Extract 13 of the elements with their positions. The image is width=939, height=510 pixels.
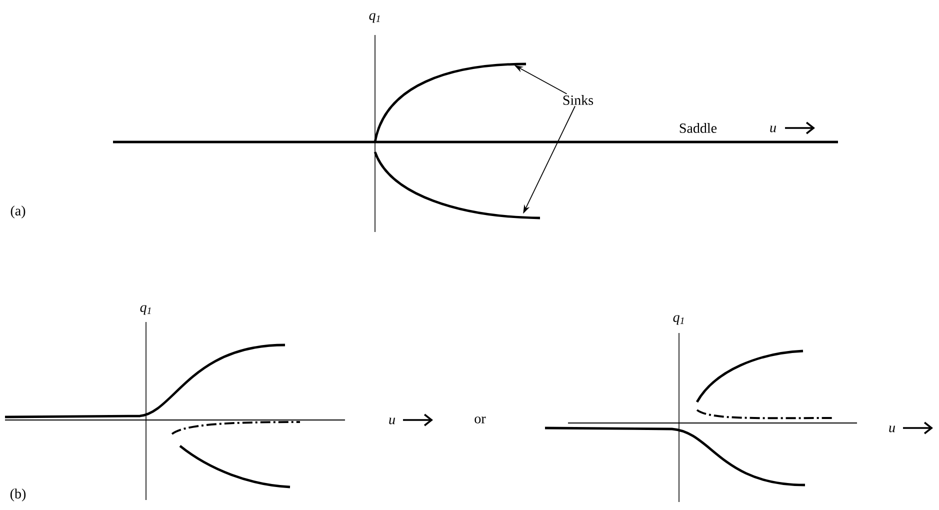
axis-label: q$_{1}$ bbox=[140, 305, 151, 315]
curve-label: Saddle bbox=[680, 123, 717, 133]
panel-label: (a) bbox=[10, 206, 26, 218]
axis-label: u bbox=[389, 418, 395, 424]
panel-label: (b) bbox=[10, 488, 26, 502]
connector-word: or bbox=[474, 416, 486, 424]
axis-label: q$_{1}$ bbox=[369, 13, 380, 23]
branch-curve bbox=[374, 62, 526, 142]
axis-label: u bbox=[770, 126, 776, 132]
axis-label: u bbox=[889, 426, 895, 432]
callout-label: Sinks bbox=[563, 95, 594, 105]
axis-label: q$_{1}$ bbox=[673, 315, 684, 325]
branch-curve bbox=[374, 151, 540, 220]
